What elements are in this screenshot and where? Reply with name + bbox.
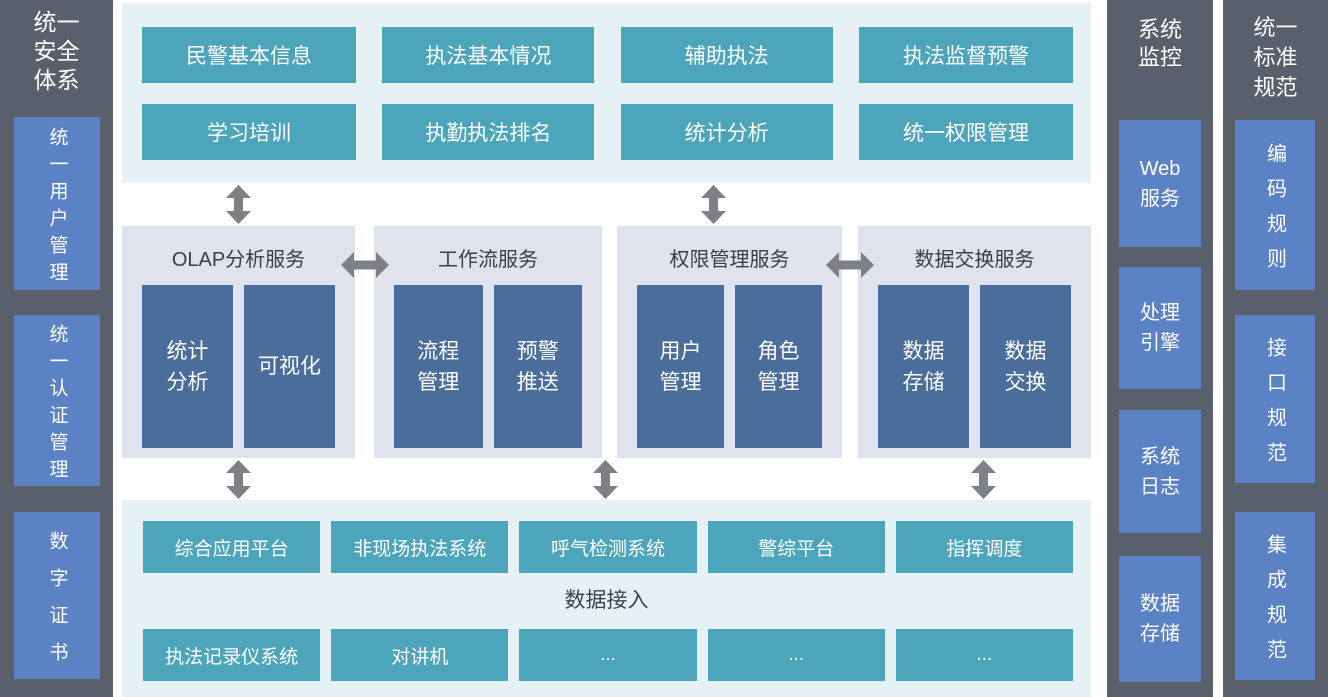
monitor-column-title: 系统 监控 bbox=[1137, 17, 1182, 70]
application-band: 民警基本信息 执法基本情况 辅助执法 执法监督预警 学习培训 执勤执法排名 统计… bbox=[122, 3, 1091, 183]
app-block-assisted-enforcement: 辅助执法 bbox=[620, 27, 833, 83]
system-block-breath-test: 呼气检测系统 bbox=[519, 521, 697, 573]
system-block-offsite-enforcement: 非现场执法系统 bbox=[331, 521, 509, 573]
system-block-command-dispatch: 指挥调度 bbox=[895, 521, 1074, 573]
system-block-integrated-platform: 综合应用平台 bbox=[143, 521, 321, 573]
app-block-unified-permission: 统一权限管理 bbox=[858, 104, 1073, 160]
device-block-body-camera: 执法记录仪系统 bbox=[143, 629, 321, 681]
app-block-learning-training: 学习培训 bbox=[142, 104, 356, 160]
standards-item-integration-spec: 集成规范 bbox=[1235, 512, 1315, 680]
device-block-ellipsis: ... bbox=[707, 629, 885, 681]
system-block-police-platform: 警综平台 bbox=[707, 521, 885, 573]
device-row: 执法记录仪系统 对讲机 ... ... ... bbox=[143, 629, 1074, 681]
standards-item-coding-rules: 编码规则 bbox=[1235, 120, 1315, 290]
source-systems-row: 综合应用平台 非现场执法系统 呼气检测系统 警综平台 指挥调度 bbox=[143, 521, 1074, 573]
security-item-auth-management: 统一认证管理 bbox=[14, 315, 100, 486]
double-arrow-horizontal-icon bbox=[341, 252, 389, 278]
security-item-label: 数字证书 bbox=[46, 530, 68, 679]
monitor-item-processing-engine: 处理 引擎 bbox=[1119, 267, 1201, 389]
module-role-management: 角色 管理 bbox=[735, 285, 822, 448]
standards-item-interface-spec: 接口规范 bbox=[1235, 315, 1315, 483]
security-column: 统一 安全 体系 统一用户管理 统一认证管理 数字证书 bbox=[0, 0, 113, 697]
monitor-item-system-log: 系统 日志 bbox=[1119, 410, 1201, 533]
security-item-digital-certificate: 数字证书 bbox=[14, 512, 100, 679]
double-arrow-horizontal-icon bbox=[826, 252, 874, 278]
double-arrow-vertical-icon bbox=[226, 460, 251, 499]
module-user-management: 用户 管理 bbox=[637, 285, 724, 448]
service-group-title: 权限管理服务 bbox=[669, 249, 790, 271]
module-visualization: 可视化 bbox=[244, 285, 335, 448]
device-block-walkie-talkie: 对讲机 bbox=[331, 629, 509, 681]
security-item-label: 统一认证管理 bbox=[46, 323, 68, 486]
monitor-item-label: Web 服务 bbox=[1139, 157, 1181, 210]
standards-column: 统一 标准 规范 编码规则 接口规范 集成规范 bbox=[1223, 0, 1328, 697]
service-group-olap: OLAP分析服务 统计 分析 可视化 bbox=[122, 226, 355, 458]
service-modules: 统计 分析 可视化 bbox=[122, 285, 355, 448]
monitor-item-label: 处理 引擎 bbox=[1140, 302, 1180, 354]
module-data-exchange: 数据 交换 bbox=[980, 285, 1071, 448]
module-warning-push: 预警 推送 bbox=[493, 285, 582, 448]
app-block-enforcement-basic: 执法基本情况 bbox=[382, 27, 595, 83]
service-group-data-exchange: 数据交换服务 数据 存储 数据 交换 bbox=[858, 226, 1091, 458]
module-statistics-analysis: 统计 分析 bbox=[142, 285, 233, 448]
device-block-ellipsis: ... bbox=[895, 629, 1074, 681]
double-arrow-vertical-icon bbox=[593, 460, 618, 499]
monitor-item-label: 系统 日志 bbox=[1140, 445, 1180, 498]
service-modules: 用户 管理 角色 管理 bbox=[617, 285, 842, 448]
service-group-title: OLAP分析服务 bbox=[171, 249, 306, 271]
double-arrow-vertical-icon bbox=[971, 460, 996, 499]
app-block-supervision-warning: 执法监督预警 bbox=[858, 27, 1073, 83]
double-arrow-vertical-icon bbox=[701, 185, 726, 224]
app-block-duty-ranking: 执勤执法排名 bbox=[382, 104, 595, 160]
device-block-ellipsis: ... bbox=[519, 629, 697, 681]
module-process-management: 流程 管理 bbox=[394, 285, 483, 448]
service-modules: 流程 管理 预警 推送 bbox=[374, 285, 602, 448]
double-arrow-vertical-icon bbox=[226, 185, 251, 224]
module-data-storage: 数据 存储 bbox=[878, 285, 969, 448]
service-modules: 数据 存储 数据 交换 bbox=[858, 285, 1091, 448]
standards-column-title: 统一 标准 规范 bbox=[1253, 15, 1298, 100]
app-block-statistics-analysis: 统计分析 bbox=[620, 104, 833, 160]
security-column-title: 统一 安全 体系 bbox=[33, 9, 80, 93]
service-group-workflow: 工作流服务 流程 管理 预警 推送 bbox=[374, 226, 602, 458]
data-access-band: 综合应用平台 非现场执法系统 呼气检测系统 警综平台 指挥调度 数据接入 执法记… bbox=[122, 500, 1091, 697]
service-group-title: 工作流服务 bbox=[438, 249, 538, 271]
service-group-permission: 权限管理服务 用户 管理 角色 管理 bbox=[617, 226, 842, 458]
security-item-label: 统一用户管理 bbox=[46, 126, 68, 289]
monitor-item-web-service: Web 服务 bbox=[1119, 120, 1201, 247]
monitor-item-label: 数据 存储 bbox=[1140, 593, 1180, 645]
standards-item-label: 编码规则 bbox=[1263, 142, 1286, 283]
monitor-item-data-storage: 数据 存储 bbox=[1119, 556, 1201, 682]
data-access-label: 数据接入 bbox=[564, 589, 649, 612]
security-item-user-management: 统一用户管理 bbox=[14, 117, 100, 290]
app-block-police-basic-info: 民警基本信息 bbox=[142, 27, 356, 83]
standards-item-label: 接口规范 bbox=[1263, 336, 1286, 477]
service-group-title: 数据交换服务 bbox=[914, 249, 1035, 271]
monitor-column: 系统 监控 Web 服务 处理 引擎 系统 日志 数据 存储 bbox=[1107, 0, 1213, 697]
standards-item-label: 集成规范 bbox=[1263, 533, 1286, 674]
